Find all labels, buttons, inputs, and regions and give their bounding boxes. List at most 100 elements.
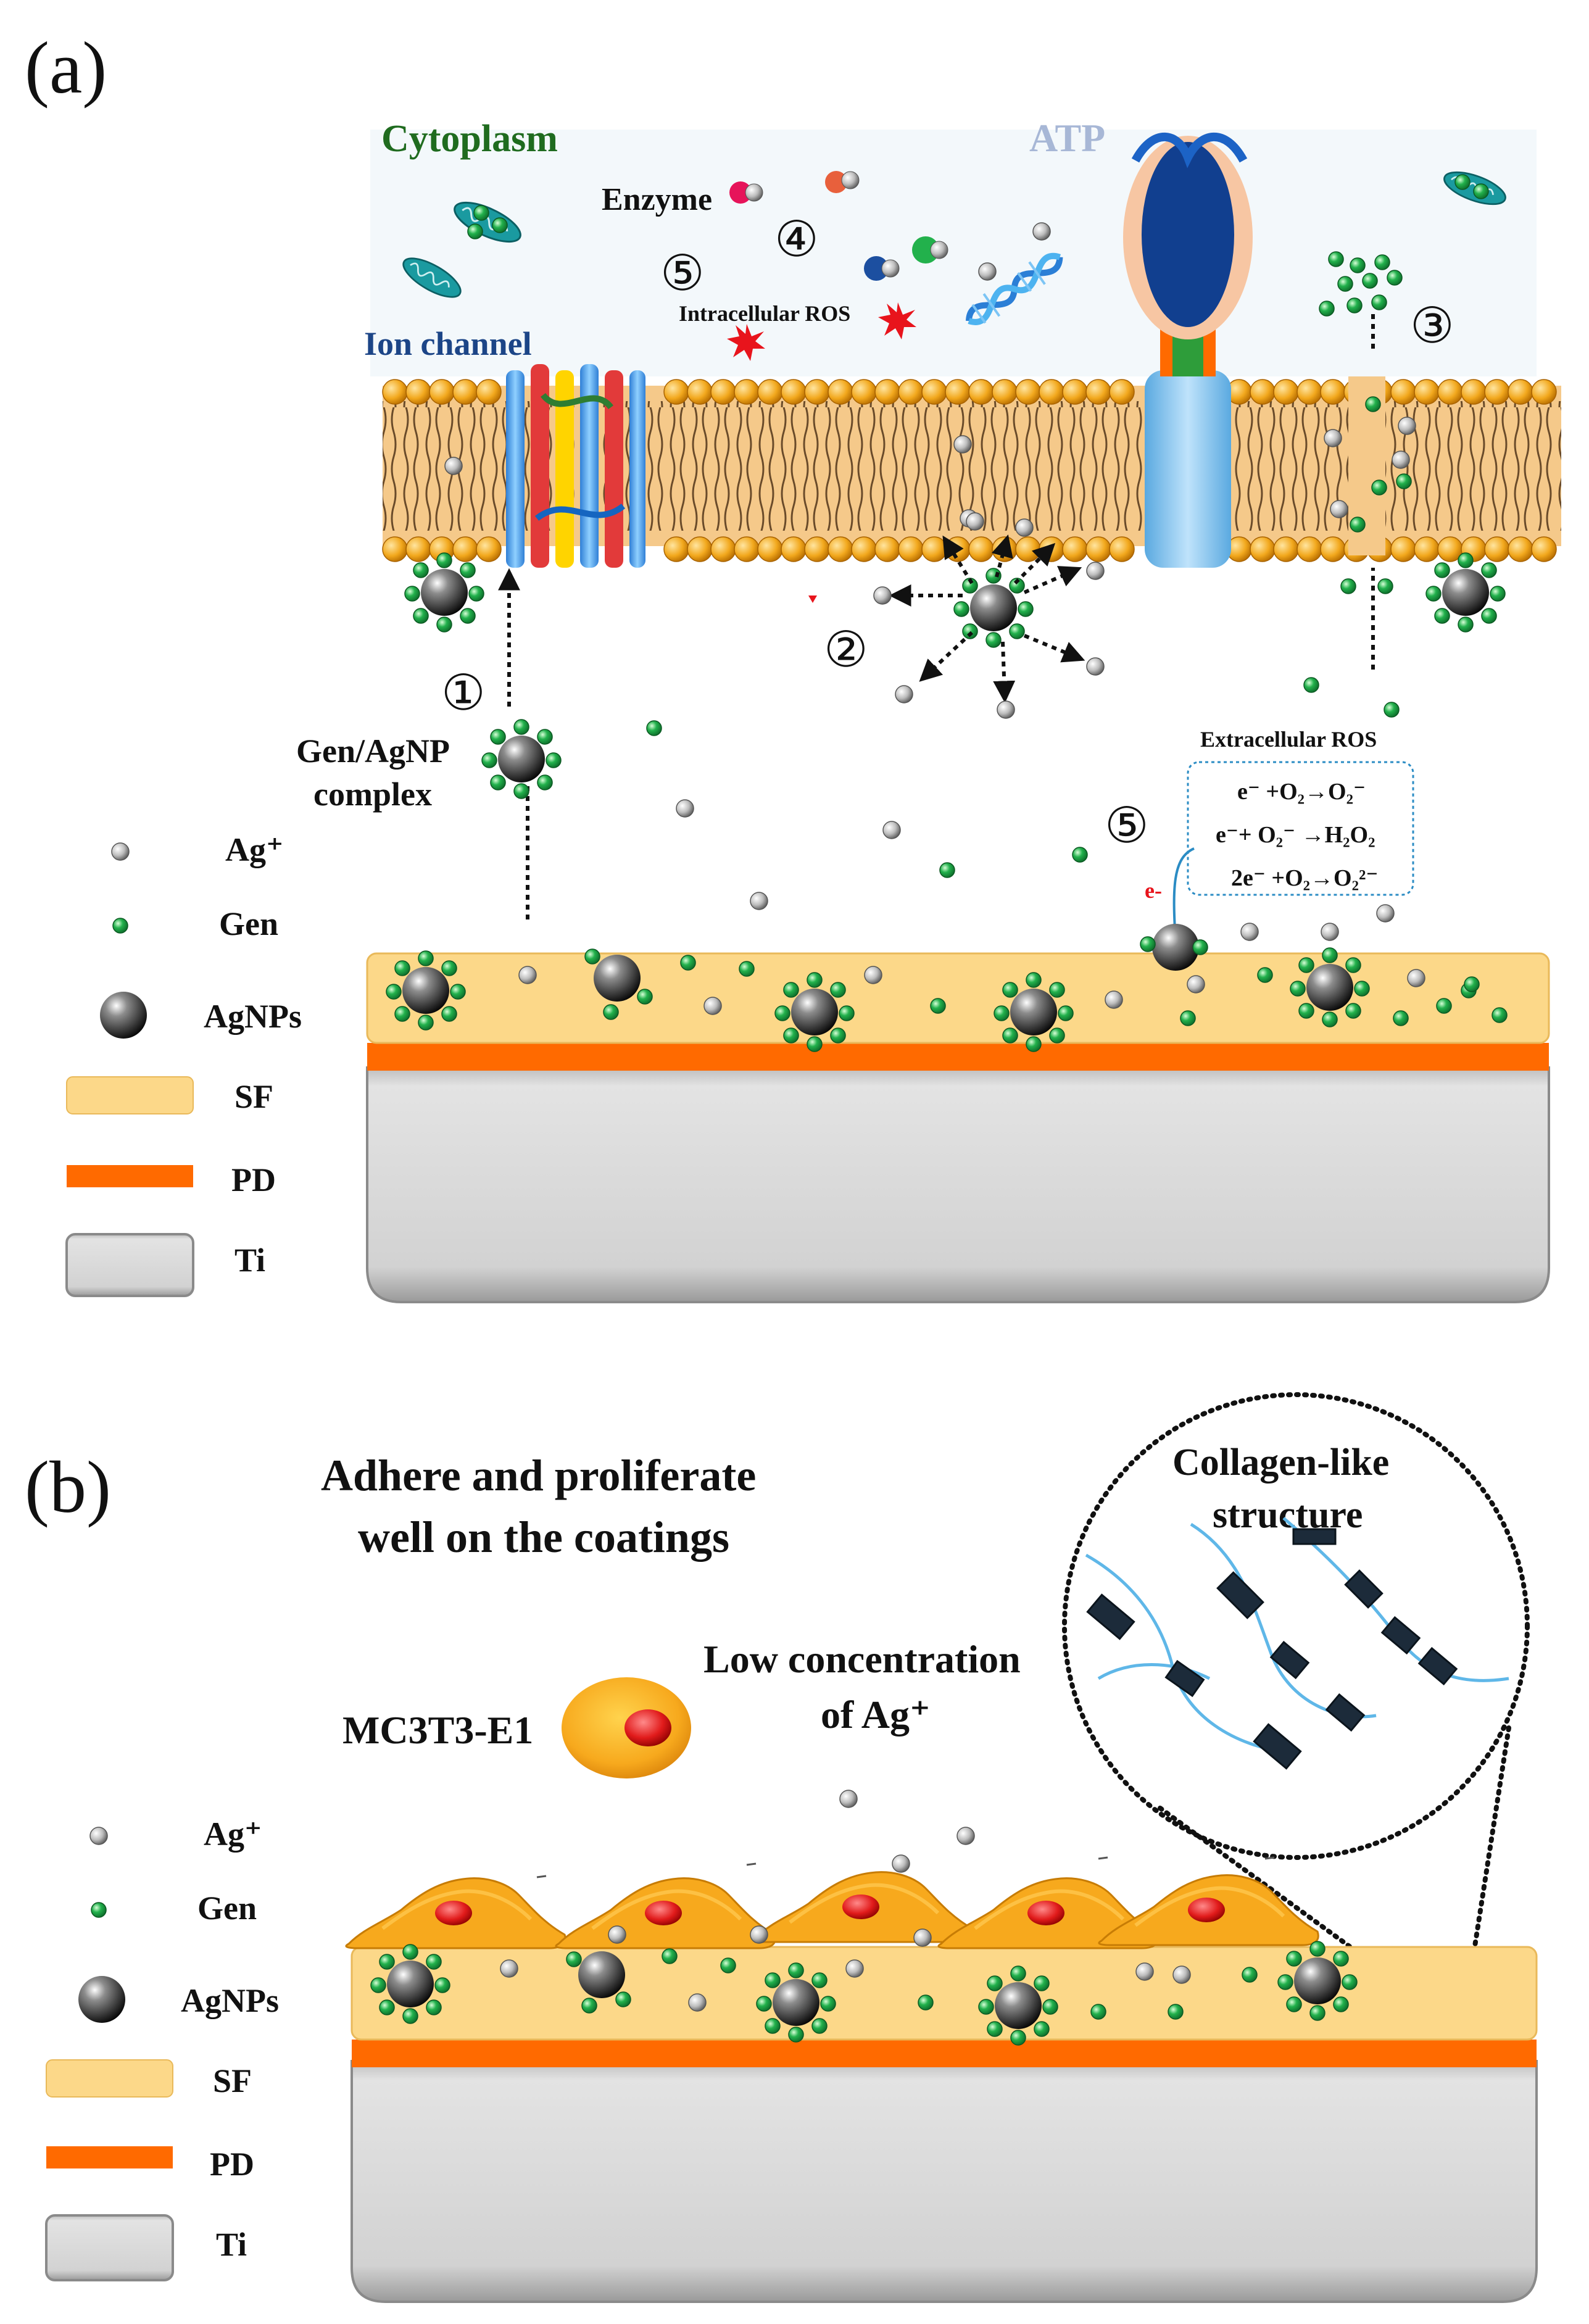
pd-layer <box>367 1043 1549 1071</box>
lipid-head <box>1484 536 1510 562</box>
lipid-head <box>1015 536 1041 562</box>
lipid-head <box>429 379 455 405</box>
lipid-head <box>687 536 713 562</box>
lipid-head <box>663 536 689 562</box>
ion-channel-icon <box>506 364 645 568</box>
sf-layer <box>351 1946 1538 2041</box>
gen-agnp-complex-icon <box>953 568 1034 648</box>
lipid-head <box>851 536 877 562</box>
panel-b-title-line1: Adhere and proliferate <box>321 1451 756 1500</box>
lipid-head <box>1273 536 1299 562</box>
enzyme-label: Enzyme <box>602 182 712 217</box>
lipid-head <box>921 536 947 562</box>
lipid-head <box>1390 536 1416 562</box>
ti-substrate <box>351 2060 1538 2303</box>
lipid-head <box>874 379 900 405</box>
legend-a-gen: Gen <box>219 905 278 942</box>
lipid-head <box>898 536 924 562</box>
cell-label: MC3T3-E1 <box>342 1708 533 1752</box>
lipid-head <box>734 379 760 405</box>
panel-a: (a) Cytoplasm ATP Enzyme Ion channel Int… <box>25 27 1561 1303</box>
pathway-2-ions <box>808 512 1105 719</box>
adherent-cell-icon <box>556 1878 775 1948</box>
lipid-head <box>851 379 877 405</box>
sf-layer <box>366 952 1550 1044</box>
lipid-head <box>968 379 994 405</box>
reaction-2: e⁻+ O₂⁻ →H₂O₂ <box>1216 822 1375 848</box>
lipid-head <box>1297 536 1322 562</box>
lipid-head <box>1508 536 1533 562</box>
lipid-head <box>405 536 431 562</box>
mc3t3-cell-icon <box>562 1677 691 1778</box>
lipid-head <box>382 379 408 405</box>
pathway-2-arrows <box>889 534 1085 703</box>
adherent-cell-icon <box>753 1872 973 1942</box>
gen-agnp-complex-icon <box>1425 552 1506 633</box>
adherent-cell-icon <box>1099 1875 1318 1945</box>
legend-a-ag-ion: Ag⁺ <box>225 831 284 868</box>
lipid-head <box>663 379 689 405</box>
lipid-head <box>452 379 478 405</box>
coating-stack-b <box>351 1946 1538 2303</box>
lipid-head <box>1461 379 1487 405</box>
lipid-head <box>1273 379 1299 405</box>
lipid-head <box>1390 379 1416 405</box>
lipid-head <box>804 536 830 562</box>
legend-b-gen: Gen <box>197 1890 257 1927</box>
lipid-head <box>874 536 900 562</box>
enzyme-icon <box>729 171 948 281</box>
gen-agnp-complex-icon <box>481 719 562 799</box>
step-numbers: ① ② ③ ④ ⑤ ⑤ <box>441 210 1454 854</box>
adherent-cell-icon <box>346 1878 565 1948</box>
electron-path <box>1172 847 1195 942</box>
collagen-label-line1: Collagen-like <box>1172 1442 1389 1484</box>
cytoplasm-background <box>370 130 1537 376</box>
lipid-head <box>828 379 853 405</box>
dna-icon <box>966 252 1063 325</box>
complex-label-line2: complex <box>313 776 432 813</box>
lipid-head <box>992 379 1018 405</box>
lipid-head <box>1062 536 1088 562</box>
electron-label: e- <box>1145 878 1162 903</box>
lipid-head <box>921 379 947 405</box>
lipid-head <box>968 536 994 562</box>
ag-ion-icon <box>978 262 997 281</box>
step-5-number-extracellular: ⑤ <box>1105 797 1149 854</box>
reaction-box <box>1187 761 1414 896</box>
lipid-head <box>476 536 502 562</box>
coating-stack-a <box>366 952 1550 1303</box>
extracellular-ros-label: Extracellular ROS <box>1200 727 1377 752</box>
lipid-head <box>898 379 924 405</box>
step-5-number: ⑤ <box>660 244 705 302</box>
lipid-head <box>992 536 1018 562</box>
lipid-head <box>1437 379 1463 405</box>
lipid-head <box>757 536 783 562</box>
lipid-head <box>1085 379 1111 405</box>
cytoplasm-label: Cytoplasm <box>381 118 558 160</box>
lipid-head <box>1015 379 1041 405</box>
floating-ag-ions <box>536 1790 1275 1878</box>
step-3-number: ③ <box>1410 297 1454 354</box>
lipid-head <box>1039 379 1064 405</box>
lipid-head <box>1320 536 1346 562</box>
lipid-head <box>781 379 807 405</box>
lipid-head <box>1085 536 1111 562</box>
lipid-head <box>1508 379 1533 405</box>
legend-b-sf: SF <box>213 2062 252 2099</box>
reaction-1: e⁻ +O₂→O₂⁻ <box>1237 779 1366 805</box>
legend-b-pd: PD <box>210 2146 254 2183</box>
legend-b: Ag⁺ Gen AgNPs SF PD Ti <box>45 1816 279 2281</box>
legend-a: Ag⁺ Gen AgNPs SF PD Ti <box>65 831 302 1297</box>
lipid-head <box>828 536 853 562</box>
lipid-head <box>1250 536 1276 562</box>
atp-synthase-icon <box>1123 132 1253 568</box>
panel-b-title-line2: well on the coatings <box>358 1513 729 1562</box>
low-concentration-line2: of Ag⁺ <box>821 1693 931 1737</box>
atp-label: ATP <box>1029 116 1105 160</box>
lipid-head <box>1484 379 1510 405</box>
lipid-head <box>476 379 502 405</box>
complex-label-line1: Gen/AgNP <box>296 732 450 770</box>
pd-layer <box>352 2040 1537 2067</box>
legend-b-ti: Ti <box>216 2226 247 2263</box>
